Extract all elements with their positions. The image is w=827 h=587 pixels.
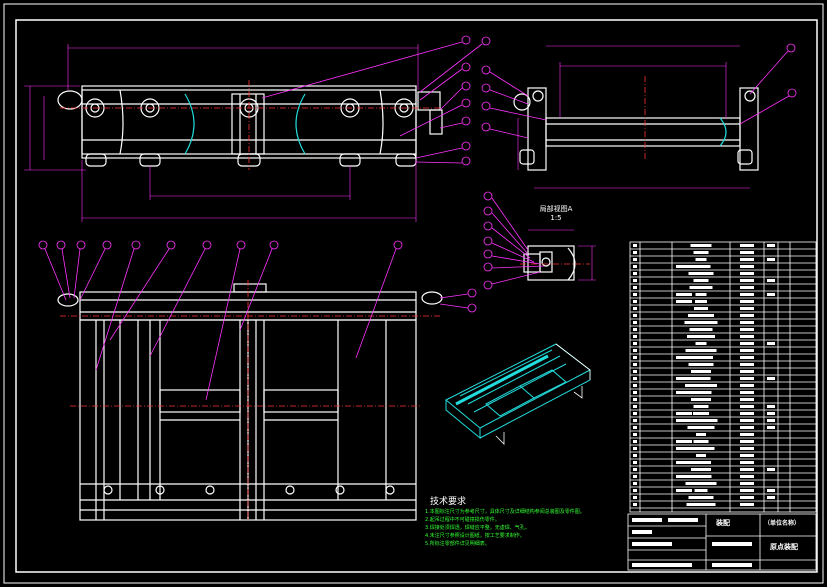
side-view bbox=[513, 87, 759, 171]
tech-note: 1.本图标注尺寸为参考尺寸，具体尺寸及详细结构参阅总装图及零件图。 bbox=[425, 509, 585, 515]
title-block-cell-b: （单位名称） bbox=[764, 520, 801, 527]
part-balloons bbox=[38, 35, 797, 401]
detail-view-title: 局部视图A bbox=[539, 205, 573, 213]
title-block-cell-c: 原点装配 bbox=[770, 543, 798, 551]
detail-view-label: 局部视图A 1:5 bbox=[536, 204, 576, 222]
isometric-view-shading bbox=[495, 343, 591, 445]
detail-view-dimensions bbox=[528, 229, 596, 281]
title-block-cell-a: 装配 bbox=[716, 519, 730, 527]
front-view-dimensions bbox=[24, 44, 419, 222]
tech-note: 4.未注尺寸参照设计图纸，按工艺要求制作。 bbox=[425, 533, 525, 539]
tech-requirements-list: 1.本图标注尺寸为参考尺寸，具体尺寸及详细结构参阅总装图及零件图。 2.起吊过程… bbox=[425, 508, 625, 548]
parts-list-fill bbox=[633, 244, 775, 506]
front-view-centerlines bbox=[60, 80, 440, 170]
inner-border bbox=[15, 19, 818, 573]
tech-note: 2.起吊过程中不可碰撞损伤零件。 bbox=[425, 517, 500, 523]
parts-list-table bbox=[629, 241, 817, 513]
lower-main-view bbox=[57, 283, 443, 521]
tech-requirements-title: 技术要求 bbox=[430, 497, 467, 507]
title-block bbox=[627, 513, 817, 571]
outer-border bbox=[3, 3, 824, 584]
title-block-fill bbox=[632, 518, 752, 567]
side-view-dimensions bbox=[517, 45, 750, 189]
tech-note: 3.焊接处须焊透，焊缝应平整，无虚焊、气孔。 bbox=[425, 525, 530, 531]
lower-view-centerlines bbox=[60, 280, 440, 520]
detail-view-scale: 1:5 bbox=[550, 214, 562, 222]
tech-note: 5.所标注零部件详见明细表。 bbox=[425, 541, 490, 547]
